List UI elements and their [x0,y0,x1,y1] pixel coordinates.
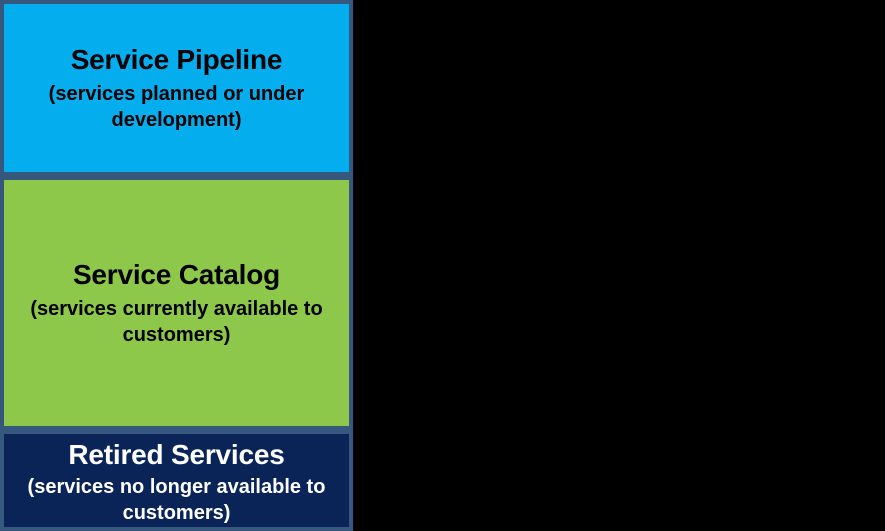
service-portfolio-stack: Service Pipeline (services planned or un… [0,0,353,531]
tier-retired-services[interactable]: Retired Services (services no longer ava… [0,430,353,531]
tier-retired-services-title: Retired Services [68,439,285,470]
tier-service-pipeline-title: Service Pipeline [70,44,283,75]
tier-service-catalog-title: Service Catalog [72,259,281,290]
tier-service-pipeline-subtitle: (services planned or under development) [48,83,305,131]
tier-service-catalog[interactable]: Service Catalog (services currently avai… [0,176,353,430]
empty-slide-area [353,0,885,527]
tier-service-catalog-subtitle: (services currently available to custome… [30,298,323,346]
tier-retired-services-subtitle: (services no longer available to custome… [27,476,326,524]
tier-service-pipeline[interactable]: Service Pipeline (services planned or un… [0,0,353,176]
